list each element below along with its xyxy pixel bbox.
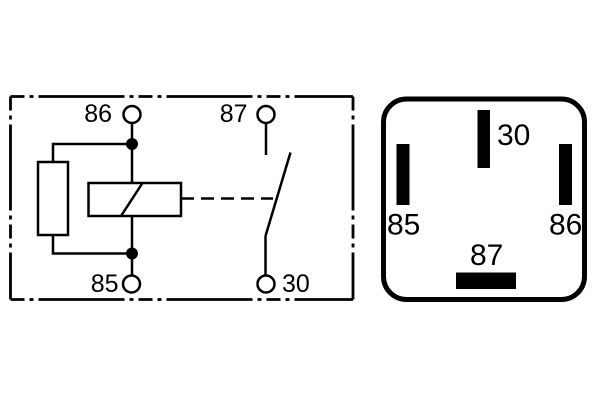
relay-pinout: 30 85 86 87 — [381, 96, 587, 302]
terminal-87-circle — [256, 104, 276, 125]
terminal-30-label: 30 — [282, 270, 310, 298]
coil-diagonal — [119, 182, 144, 217]
terminal-85-circle — [121, 274, 142, 294]
terminal-85-label: 85 — [91, 270, 119, 298]
relay-schematic: 86 87 85 30 — [9, 95, 355, 301]
pin-30-label: 30 — [497, 119, 530, 152]
terminal-87-label: 87 — [220, 100, 248, 128]
switch-blade — [264, 152, 292, 237]
pin-87-blade — [456, 272, 516, 289]
terminal-30-circle — [256, 274, 276, 294]
schematic-frame — [9, 95, 355, 301]
terminal-86-label: 86 — [84, 100, 112, 128]
relay-body-outline — [381, 96, 587, 302]
junction-dot-bottom — [126, 247, 138, 260]
relay-coil — [87, 181, 183, 218]
terminal-86-circle — [122, 104, 142, 125]
pin-86-label: 86 — [549, 209, 582, 242]
wire-resistor-bottom-to-junction — [51, 235, 132, 255]
junction-dot-top — [126, 138, 138, 150]
coil-box — [87, 181, 183, 218]
wire-junction-to-resistor-top — [51, 142, 132, 162]
pin-30-blade — [477, 110, 490, 168]
pin-87-label: 87 — [470, 239, 503, 272]
pin-85-label: 85 — [387, 209, 420, 242]
pin-86-blade — [559, 144, 572, 205]
resistor — [36, 160, 70, 237]
pin-85-blade — [396, 144, 410, 205]
